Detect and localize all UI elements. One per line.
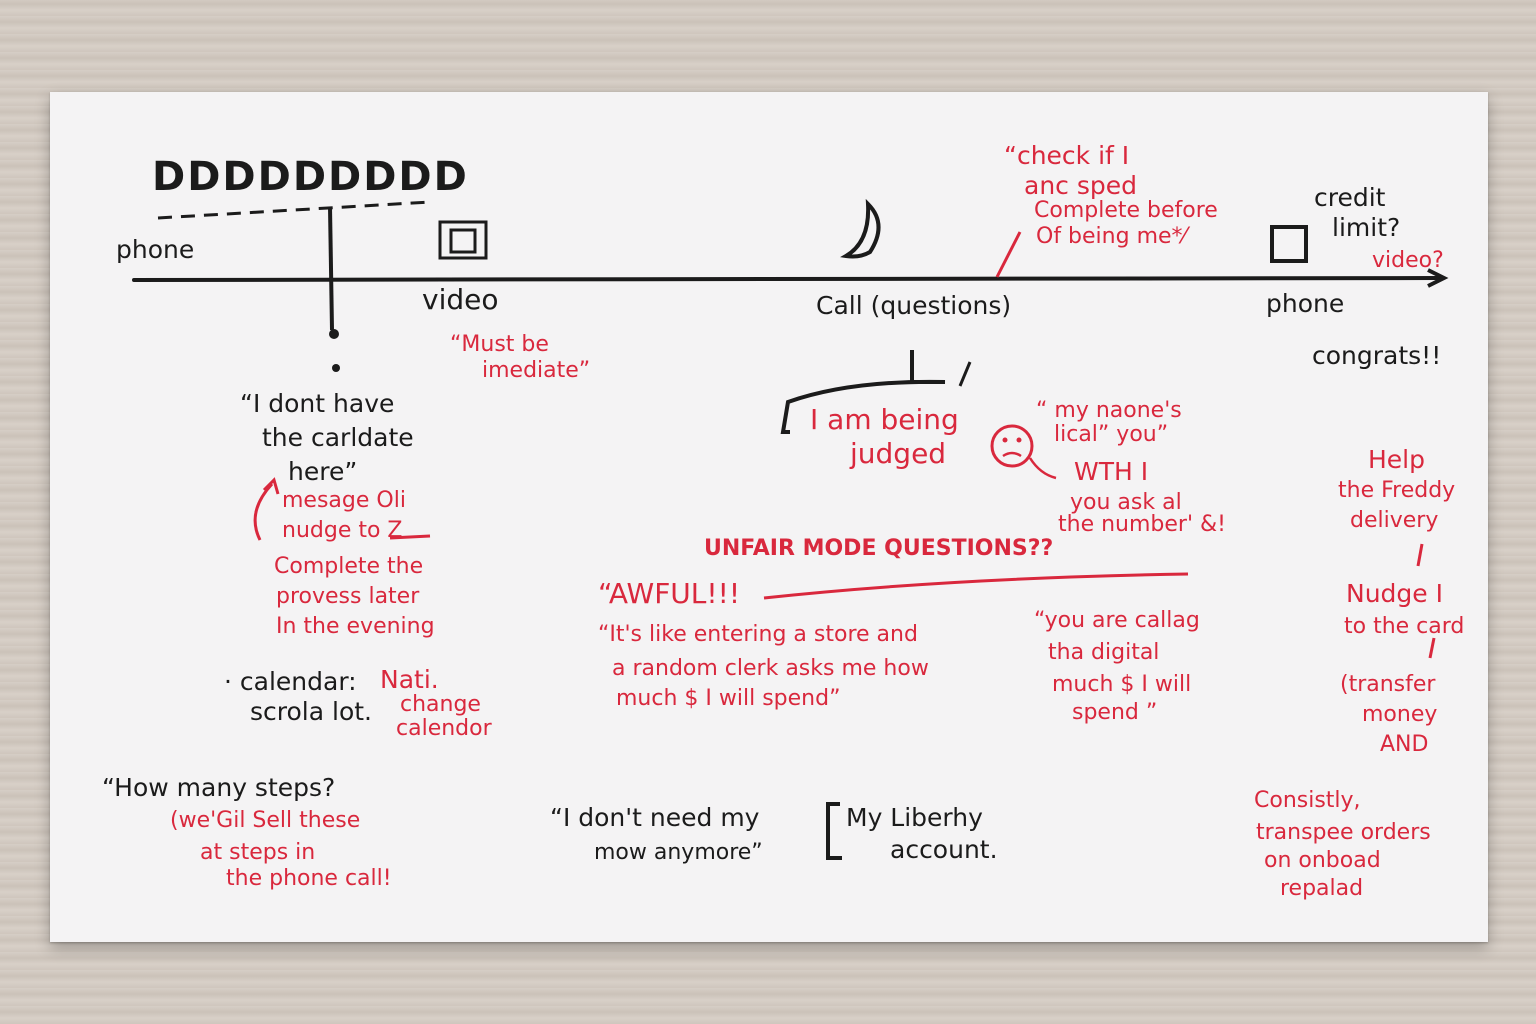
moon-icon [840, 198, 881, 259]
stage-marker-line [328, 206, 334, 331]
marker-dot-2 [332, 364, 340, 372]
marker-dot-1 [329, 329, 339, 339]
congrats: congrats!! [1312, 341, 1442, 370]
credit-line1: credit [1314, 183, 1386, 212]
dashed-underline [157, 200, 431, 220]
call-slash [958, 361, 972, 387]
header-letters: DDDDDDDDD [152, 154, 469, 200]
red-slash-top [995, 231, 1022, 278]
stage-phone-right: phone [1266, 289, 1345, 318]
unfair-heading: UNFAIR MODE QUESTIONS?? [704, 536, 1054, 561]
call-bracket [780, 350, 946, 434]
square-icon [1270, 225, 1308, 263]
sad-face-icon [990, 424, 1057, 480]
stage-call: Call (questions) [816, 291, 1012, 320]
red-curve-arrow [253, 482, 274, 541]
timeline-arrow [132, 276, 1442, 282]
stage-phone-left: phone [116, 235, 195, 264]
red-strike-z [389, 534, 431, 540]
stage-video: video [422, 283, 499, 316]
video-question: video? [1372, 248, 1444, 273]
lock-icon [438, 220, 488, 260]
red-tick-1 [1416, 543, 1424, 567]
paper-card: DDDDDDDDD phone video Call (questions) p… [50, 92, 1488, 942]
red-tick-2 [1428, 637, 1436, 659]
credit-line2: limit? [1332, 213, 1401, 242]
ink-drawings [132, 198, 1449, 860]
awful-quote: “AWFUL!!! [598, 577, 741, 610]
awful-line [763, 572, 1189, 600]
liberty-bracket [826, 802, 842, 860]
timeline-arrowhead [1427, 268, 1449, 288]
